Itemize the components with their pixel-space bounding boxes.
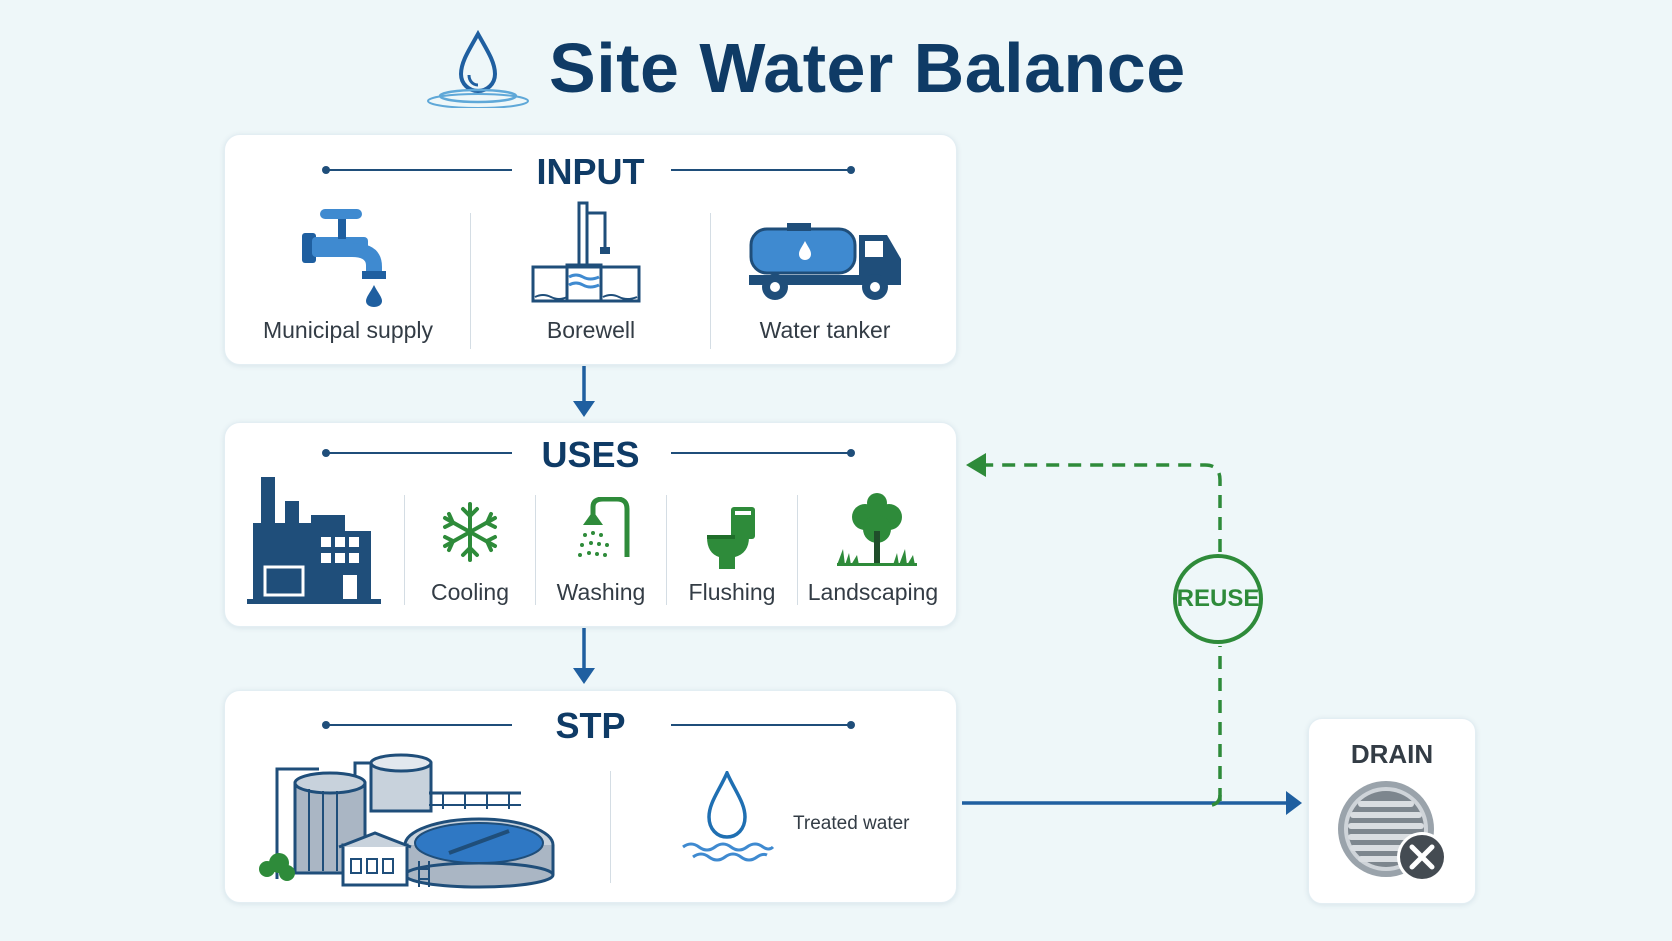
stp-title: STP [555,705,626,746]
uses-item-label: Washing [556,579,646,605]
borewell-icon [531,201,641,303]
drain-blocked-icon [1338,781,1447,882]
drain-label: DRAIN [1350,739,1434,769]
input-item-label: Borewell [546,317,636,343]
uses-item-label: Flushing [688,579,776,605]
shower-icon [578,497,630,557]
treatment-plant-icon [259,753,555,889]
uses-item-label: Cooling [431,579,509,605]
water-drop-logo-icon [427,29,529,108]
uses-panel: USES Cooling [224,422,957,627]
uses-title: USES [541,434,640,475]
arrow-input-to-uses [573,366,595,417]
toilet-icon [707,507,755,569]
input-item-label: Water tanker [759,317,891,343]
tree-icon [837,493,917,566]
treated-water-label: Treated water [793,813,910,834]
water-tanker-icon [749,223,901,300]
drain-card: DRAIN [1308,718,1476,904]
reuse-badge: REUSE [1173,554,1263,644]
arrow-uses-to-stp [573,628,595,684]
input-title: INPUT [536,151,645,192]
uses-item-label: Landscaping [807,579,939,605]
reuse-loop-arrow [966,453,1222,807]
factory-icon [247,477,381,604]
tap-icon [302,209,386,307]
arrow-stp-to-drain [962,791,1302,815]
water-drop-icon [682,771,775,862]
page-title: Site Water Balance [549,29,1186,107]
title-block: Site Water Balance [425,28,1186,108]
input-title-line-left [326,169,512,171]
input-panel: INPUT Municipal supply Borewell [224,134,957,365]
input-title-line-right [671,169,851,171]
snowflake-icon [443,502,497,562]
input-item-label: Municipal supply [262,317,434,343]
stp-panel: STP [224,690,957,903]
